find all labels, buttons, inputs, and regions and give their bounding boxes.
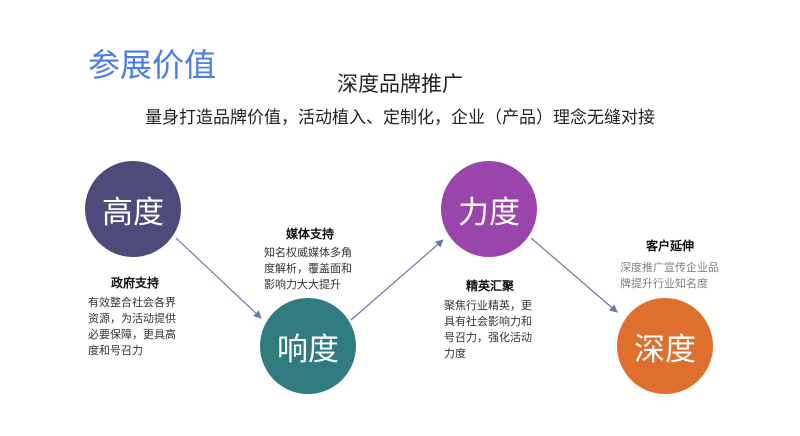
circle-gaodu: 高度 xyxy=(85,161,181,257)
desc-line: 号召力，强化活动 xyxy=(444,331,532,344)
label-client-extension: 客户延伸 xyxy=(646,239,695,253)
desc-line: 知名权威媒体多角 xyxy=(264,246,352,259)
desc-line: 聚焦行业精英，更 xyxy=(444,299,532,312)
desc-line: 有效整合社会各界 xyxy=(88,296,176,309)
headline: 深度品牌推广 xyxy=(337,72,463,96)
label-media-support: 媒体支持 xyxy=(286,227,335,241)
desc-government-support: 有效整合社会各界 资源，为活动提供 必要保障，更具高 度和号召力 xyxy=(88,295,176,359)
desc-line: 影响力大大提升 xyxy=(264,278,341,291)
subline: 量身打造品牌价值，活动植入、定制化，企业（产品）理念无缝对接 xyxy=(145,108,655,128)
desc-line: 深度推广宣传企业品 xyxy=(620,261,719,274)
desc-line: 具有社会影响力和 xyxy=(444,315,532,328)
label-elite-gathering: 精英汇聚 xyxy=(466,279,515,293)
desc-media-support: 知名权威媒体多角 度解析，覆盖面和 影响力大大提升 xyxy=(264,245,352,293)
desc-line: 度解析，覆盖面和 xyxy=(264,262,352,275)
circle-lidu: 力度 xyxy=(441,161,537,257)
desc-line: 力度 xyxy=(444,347,466,360)
label-government-support: 政府支持 xyxy=(111,276,160,290)
desc-client-extension: 深度推广宣传企业品 牌提升行业知名度 xyxy=(620,260,719,292)
desc-elite-gathering: 聚焦行业精英，更 具有社会影响力和 号召力，强化活动 力度 xyxy=(444,298,532,362)
desc-line: 牌提升行业知名度 xyxy=(620,277,708,290)
circle-shendu: 深度 xyxy=(617,298,713,394)
arrow-3 xyxy=(530,237,618,313)
page-title: 参展价值 xyxy=(88,46,217,84)
circle-xiangdu: 响度 xyxy=(260,298,356,394)
desc-line: 资源，为活动提供 xyxy=(88,312,176,325)
desc-line: 必要保障，更具高 xyxy=(88,328,176,341)
desc-line: 度和号召力 xyxy=(88,344,143,357)
arrow-1 xyxy=(175,237,262,319)
arrow-2 xyxy=(350,239,444,321)
